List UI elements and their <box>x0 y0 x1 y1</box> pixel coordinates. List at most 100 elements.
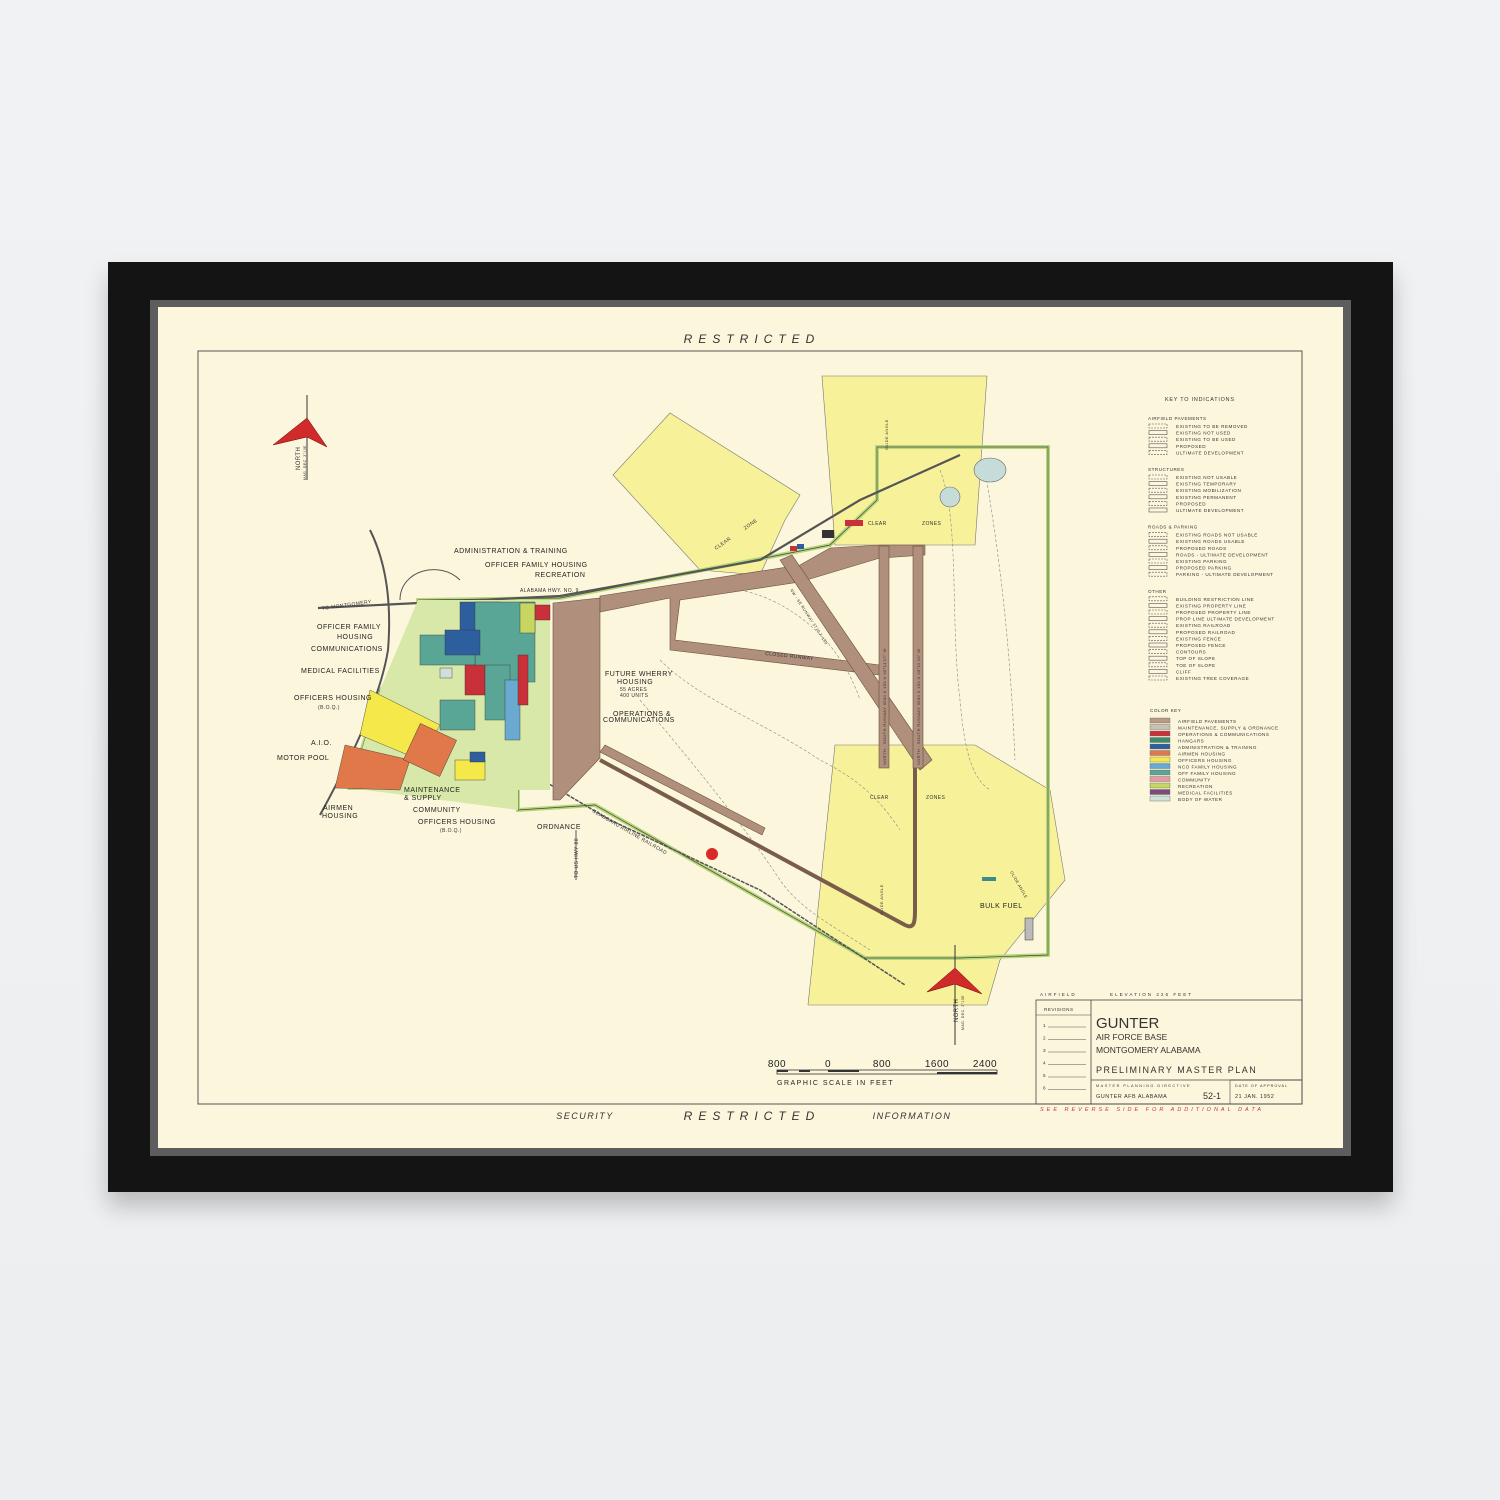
nco-housing-block <box>504 679 521 741</box>
legend-item: PROP LINE ULTIMATE DEVELOPMENT <box>1176 617 1275 622</box>
legend-symbol <box>1148 622 1168 628</box>
legend-item: EXISTING PERMANENT <box>1176 495 1237 500</box>
label-airmen-housing-2: HOUSING <box>322 813 358 820</box>
color-swatch <box>1149 724 1171 730</box>
nw-se-runway <box>779 554 933 771</box>
color-swatch <box>1149 776 1171 782</box>
banner-security: SECURITY <box>556 1111 614 1121</box>
legend-symbol <box>1148 616 1168 621</box>
legend-symbol <box>1148 649 1168 654</box>
red-marker <box>706 848 718 860</box>
label-ordnance: ORDNANCE <box>537 824 581 831</box>
color-key-item: OFFICERS HOUSING <box>1178 758 1232 763</box>
title-block: AIRFIELD ELEVATION 226 FEET REVISIONS 12… <box>1035 992 1303 1113</box>
label-ops-comm-2: COMMUNICATIONS <box>603 717 675 724</box>
label-officer-family-housing-top: OFFICER FAMILY HOUSING <box>485 562 588 569</box>
legend-symbol <box>1148 443 1168 449</box>
legend-item: PROPOSED FENCE <box>1176 643 1226 648</box>
pond-small <box>939 486 961 508</box>
scale-tick: 800 <box>873 1059 891 1070</box>
approval-heading: DATE OF APPROVAL <box>1235 1084 1288 1088</box>
label-wherry-2: HOUSING <box>617 679 653 686</box>
legend-item: PROPOSED ROADS <box>1176 546 1227 551</box>
legend-item: EXISTING PARKING <box>1176 559 1227 564</box>
legend-symbol <box>1148 571 1168 577</box>
legend-item: EXISTING ROADS NOT USABLE <box>1176 533 1258 538</box>
label-to-montgomery: TO MONTGOMERY <box>321 599 372 612</box>
medical-pool <box>439 667 453 679</box>
reverse-side-note: SEE REVERSE SIDE FOR ADDITIONAL DATA <box>1040 1107 1264 1113</box>
color-key-item: MEDICAL FACILITIES <box>1178 791 1233 796</box>
label-glide-angle-north: GLIDE ANGLE <box>884 419 889 450</box>
color-swatch <box>1149 743 1171 750</box>
legend-symbol <box>1148 501 1168 506</box>
label-wherry: FUTURE WHERRY <box>605 671 673 678</box>
color-swatch <box>1149 756 1171 763</box>
bulk-fuel-tank <box>1024 917 1034 941</box>
legend-item: CLIFF <box>1176 669 1191 674</box>
legend-item: CONTOURS <box>1176 650 1206 655</box>
label-wherry-units: 400 UNITS <box>620 693 649 699</box>
neat-line <box>197 350 1303 1105</box>
label-ops-comm: OPERATIONS & <box>613 711 671 718</box>
label-medical: MEDICAL FACILITIES <box>301 668 380 675</box>
legend-symbol <box>1148 474 1168 480</box>
legend-item: PROPOSED <box>1176 444 1206 449</box>
label-maintenance-2: & SUPPLY <box>404 795 442 802</box>
legend-item: PARKING - ULTIMATE DEVELOPMENT <box>1176 572 1273 577</box>
scale-tick: 1600 <box>925 1059 949 1070</box>
closed-runway <box>599 544 926 676</box>
scale-tick: 2400 <box>973 1059 997 1070</box>
legend: KEY TO INDICATIONS AIRFIELD PAVEMENTSEXI… <box>1148 397 1278 802</box>
legend-item: EXISTING PROPERTY LINE <box>1176 603 1246 608</box>
approval-date: 21 JAN. 1952 <box>1235 1094 1274 1100</box>
label-zones-north: ZONES <box>922 521 941 527</box>
legend-symbol <box>1148 603 1168 608</box>
legend-item: EXISTING TO BE REMOVED <box>1176 424 1248 429</box>
legend-item: EXISTING TEMPORARY <box>1176 482 1237 487</box>
legend-item: EXISTING MOBILIZATION <box>1176 488 1241 493</box>
north-arrow-bottom: NORTH MAG. DEC. 3°13E <box>926 945 983 1045</box>
ops-building-north <box>845 520 863 526</box>
label-railroad: SEABOARD AIRLINE RAILROAD <box>591 809 668 857</box>
pond-north <box>973 457 1007 483</box>
legend-item: EXISTING RAILROAD <box>1176 623 1231 628</box>
label-airmen-housing: AIRMEN <box>323 805 353 812</box>
base-name: GUNTER <box>1096 1015 1160 1032</box>
revisions-heading: REVISIONS <box>1044 1007 1074 1012</box>
directive-heading: MASTER PLANNING DIRECTIVE <box>1096 1084 1191 1088</box>
label-officer-family-housing: OFFICER FAMILY <box>317 624 381 631</box>
label-wherry-acres: 55 ACRES <box>620 687 647 693</box>
legend-section-heading: OTHER <box>1148 589 1167 594</box>
north-label: NORTH <box>296 447 302 470</box>
legend-symbol <box>1148 558 1168 564</box>
legend-symbol <box>1148 430 1168 435</box>
color-swatch <box>1149 717 1171 724</box>
south-clear-zone <box>807 744 1066 1006</box>
legend-title: KEY TO INDICATIONS <box>1165 397 1235 403</box>
legend-item: EXISTING TO BE USED <box>1176 437 1236 442</box>
north-arrow-icon <box>272 417 328 448</box>
label-glide-angle-south: GLIDE ANGLE <box>879 884 884 915</box>
north-label: NORTH <box>954 999 960 1022</box>
legend-symbol <box>1148 669 1168 674</box>
color-key-item: OFF FAMILY HOUSING <box>1178 771 1236 776</box>
scale-tick: 800 <box>768 1059 786 1070</box>
legend-symbol <box>1148 532 1168 537</box>
label-ns-runway-west: NORTH - SOUTH RUNWAY 3500 X 150 N 00°14'… <box>882 648 887 765</box>
label-motor-pool: MOTOR POOL <box>277 755 329 762</box>
north-clear-zone <box>821 375 988 546</box>
mag-dec-label: MAG. DEC. 3°13E <box>961 995 965 1030</box>
scale-label: GRAPHIC SCALE IN FEET <box>777 1080 894 1087</box>
color-swatch <box>1149 730 1171 737</box>
plan-title: PRELIMINARY MASTER PLAN <box>1096 1065 1257 1075</box>
taxiway-spur <box>599 744 766 836</box>
color-key-heading: COLOR KEY <box>1150 708 1181 713</box>
mag-dec-label: MAG. DEC. 3°13E <box>303 445 307 480</box>
revision-number: 4 <box>1043 1061 1046 1066</box>
parking-apron <box>552 597 601 801</box>
hangar-north <box>822 530 834 538</box>
directive-place: GUNTER AFB ALABAMA <box>1096 1094 1167 1100</box>
legend-symbol <box>1148 487 1168 493</box>
